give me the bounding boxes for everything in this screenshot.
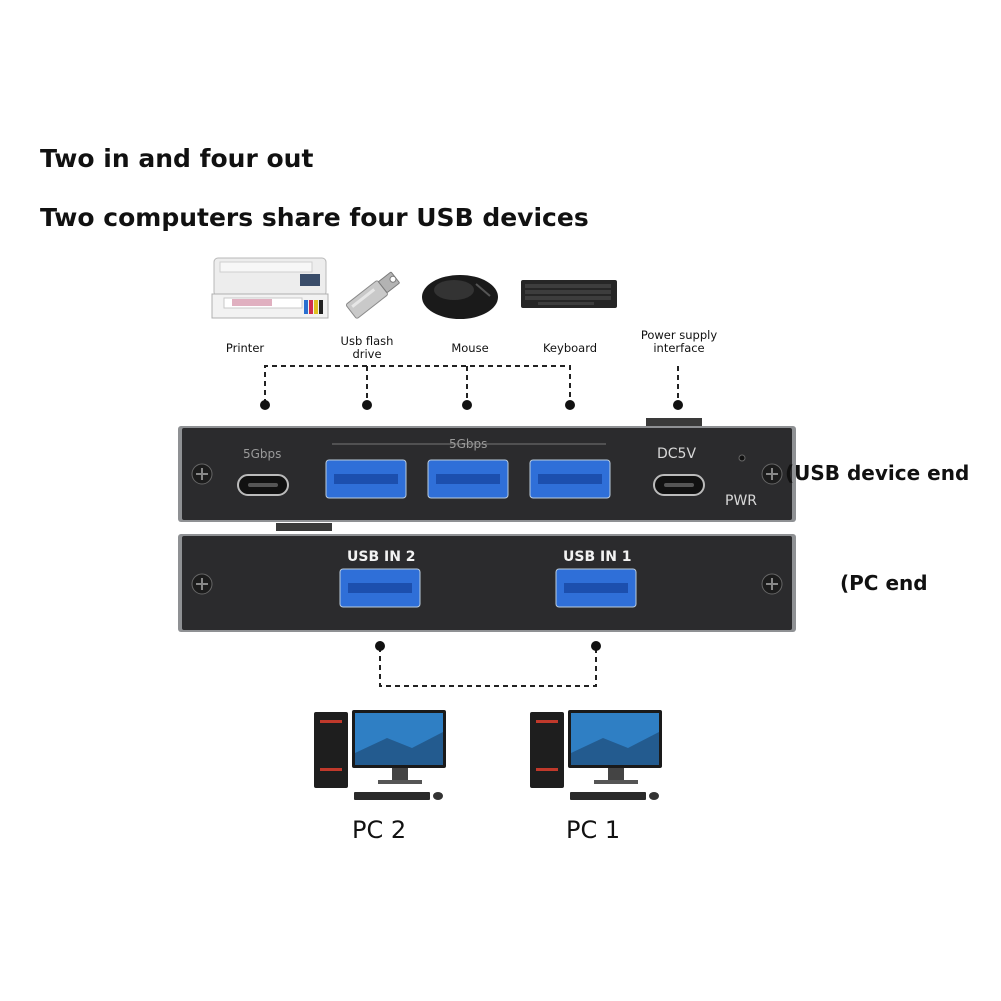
- usb-port-2: [427, 459, 509, 499]
- usb-in-1-port: [555, 568, 637, 608]
- usb-in-2-label: USB IN 2: [347, 549, 416, 565]
- keyboard-icon: [521, 280, 617, 308]
- connector-dot: [260, 400, 270, 410]
- usb-in-2-port: [339, 568, 421, 608]
- pc-1-label: PC 1: [566, 816, 621, 844]
- connector-dot: [673, 400, 683, 410]
- pwr-label: PWR: [725, 493, 758, 509]
- connector-dot: [591, 641, 601, 651]
- pc-end-panel: [178, 523, 796, 632]
- usb-in-1-label: USB IN 1: [563, 549, 632, 565]
- device-end-panel: [178, 418, 796, 522]
- device-connector-line: [264, 365, 571, 404]
- left-port-speed-label: 5Gbps: [243, 447, 282, 461]
- heading-line-2: Two computers share four USB devices: [40, 203, 589, 232]
- pc-end-label: (PC end: [840, 571, 928, 595]
- mouse-icon: [422, 275, 498, 319]
- pc-2-label: PC 2: [352, 816, 407, 844]
- connector-dot: [362, 400, 372, 410]
- device-end-label: (USB device end: [785, 461, 970, 485]
- pc-connector-line: [379, 647, 597, 687]
- connector-dot: [462, 400, 472, 410]
- printer-icon: [211, 257, 329, 319]
- device-label-power-supply: Power supply interface: [640, 328, 718, 355]
- device-label-mouse: Mouse: [451, 341, 489, 355]
- device-label-usb-flash-drive: Usb flash drive: [340, 334, 394, 361]
- device-label-printer: Printer: [225, 341, 265, 355]
- connector-dot: [375, 641, 385, 651]
- heading-line-1: Two in and four out: [40, 144, 314, 173]
- usb-port-3: [529, 459, 611, 499]
- connector-dot: [565, 400, 575, 410]
- device-label-keyboard: Keyboard: [542, 341, 598, 355]
- desktop-computer-icon: [314, 710, 446, 800]
- usb-port-1: [325, 459, 407, 499]
- dc-input-label: DC5V: [657, 446, 697, 462]
- port-group-speed-label: 5Gbps: [449, 437, 488, 451]
- usb-flash-drive-icon: [345, 271, 400, 319]
- desktop-computer-icon: [530, 710, 662, 800]
